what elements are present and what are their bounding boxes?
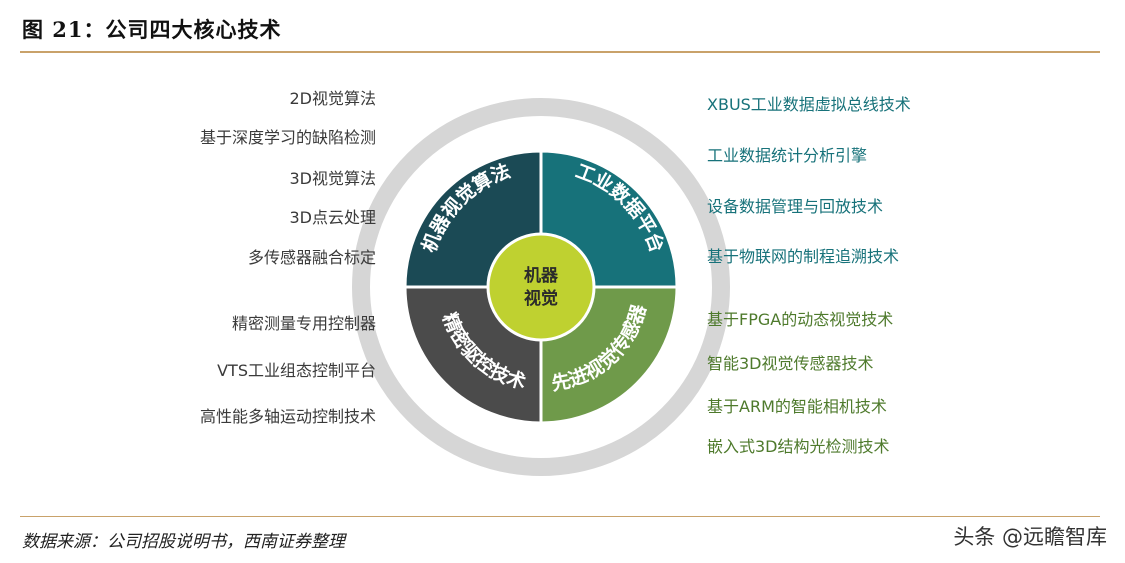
source-divider <box>20 516 1100 517</box>
tech-item-structured-light: 嵌入式3D结构光检测技术 <box>707 437 890 456</box>
tech-item-arm-camera: 基于ARM的智能相机技术 <box>707 397 887 416</box>
center-circle <box>486 232 596 342</box>
tech-item-vts-platform: VTS工业组态控制平台 <box>217 361 376 380</box>
tech-item-3d-vision: 3D视觉算法 <box>289 169 376 188</box>
figure-title: 图 21：公司四大核心技术 <box>22 17 282 42</box>
center-label-line1: 机器 <box>524 265 559 286</box>
tech-item-data-playback: 设备数据管理与回放技术 <box>707 197 884 216</box>
tech-item-3d-point-cloud: 3D点云处理 <box>289 208 376 227</box>
watermark: 头条 @远瞻智库 <box>953 525 1107 549</box>
tech-item-fpga-vision: 基于FPGA的动态视觉技术 <box>707 310 894 329</box>
tech-item-deep-learning-defect: 基于深度学习的缺陷检测 <box>199 128 376 147</box>
tech-item-3d-sensor: 智能3D视觉传感器技术 <box>707 354 874 373</box>
tech-item-iot-traceability: 基于物联网的制程追溯技术 <box>707 247 900 266</box>
tech-item-stats-engine: 工业数据统计分析引擎 <box>707 146 868 165</box>
tech-item-precision-controller: 精密测量专用控制器 <box>231 314 376 333</box>
tech-item-2d-vision: 2D视觉算法 <box>289 89 376 108</box>
outer-ring <box>352 98 730 476</box>
source-note: 数据来源：公司招股说明书，西南证券整理 <box>22 532 345 552</box>
tech-item-multi-sensor-calibration: 多传感器融合标定 <box>247 248 376 267</box>
tech-item-multi-axis-motion: 高性能多轴运动控制技术 <box>199 407 376 426</box>
center-label-line2: 视觉 <box>524 288 558 309</box>
title-divider <box>20 51 1100 53</box>
tech-item-xbus: XBUS工业数据虚拟总线技术 <box>707 95 911 114</box>
